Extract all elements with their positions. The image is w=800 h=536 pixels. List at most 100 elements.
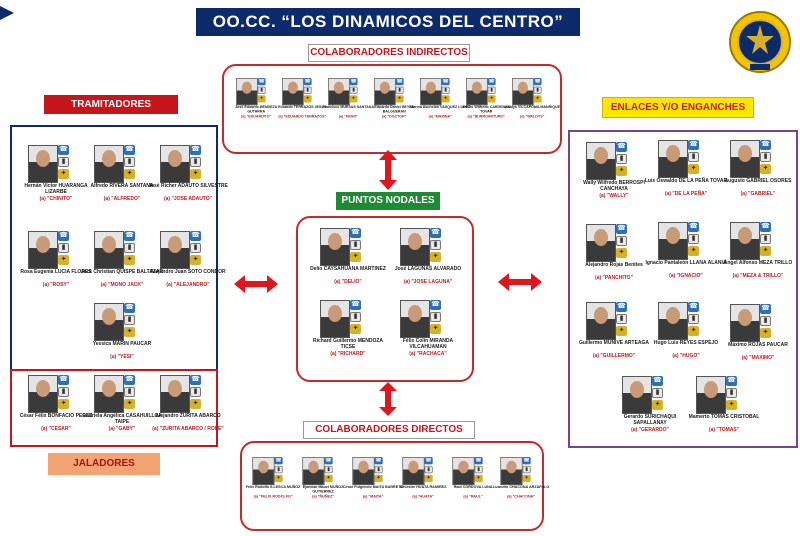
badge-icon: ✦: [616, 248, 627, 258]
badge-icon: ✦: [616, 326, 627, 336]
phone-icon: ☎: [257, 78, 266, 86]
badge-icon: ✦: [726, 400, 737, 410]
person-name: Alejandro ZURITA ABARCO: [155, 413, 221, 419]
person-photo: [420, 78, 442, 106]
contact-icons: ☎▮✦: [58, 145, 70, 181]
person-name: Máximo ROJAS PAUCAR: [728, 342, 788, 348]
person-alias: (a) "MONO JACK": [100, 282, 144, 288]
person-icon: ▮: [350, 240, 361, 250]
nodales-label: PUNTOS NODALES: [336, 192, 440, 210]
person-icon: ▮: [688, 234, 699, 244]
person-alias: (a) "ALEJANDRO": [166, 282, 210, 288]
contact-icons: ☎▮✦: [474, 457, 484, 484]
phone-icon: ☎: [688, 302, 699, 312]
person-photo: [512, 78, 534, 106]
phone-icon: ☎: [124, 231, 135, 241]
contact-icons: ☎▮✦: [688, 140, 700, 176]
badge-icon: ✦: [324, 474, 333, 483]
phone-icon: ☎: [726, 376, 737, 386]
person-alias: (a) "PANCHITO": [595, 275, 633, 281]
phone-icon: ☎: [190, 231, 201, 241]
person-icon: ▮: [424, 465, 433, 474]
contact-icons: ☎▮✦: [257, 78, 267, 104]
phone-icon: ☎: [760, 222, 771, 232]
contact-icons: ☎▮✦: [430, 300, 442, 336]
contact-icons: ☎▮✦: [124, 303, 136, 339]
person-icon: ▮: [58, 243, 69, 253]
phone-icon: ☎: [533, 78, 542, 86]
person-photo: [94, 375, 124, 413]
person-name: Richard Guillermo MENDOZA TICSE: [312, 338, 383, 350]
person-name: Rosa Eugenia LUCIA FLORES: [20, 269, 92, 275]
person-alias: (a) "HUATA": [412, 494, 434, 500]
contact-icons: ☎▮✦: [303, 78, 313, 104]
person-alias: (a) "FRAN": [338, 114, 358, 120]
directos-panel: ☎▮✦Félix Rodolfo ILLESCA MUÑOZ(a) "FELIX…: [240, 441, 549, 531]
person-alias: (a) "TOMAS": [708, 427, 740, 433]
enlaces-label: ENLACES Y/O ENGANCHES: [602, 97, 754, 118]
arrow-horizontal-left-icon: [234, 275, 278, 293]
phone-icon: ☎: [616, 224, 627, 234]
phone-icon: ☎: [374, 457, 383, 465]
person-alias: (a) "CESAR": [41, 426, 71, 432]
person-icon: ▮: [522, 465, 531, 474]
person-photo: [696, 376, 726, 414]
person-icon: ▮: [760, 234, 771, 244]
person-photo: [302, 457, 325, 486]
indirectos-label: COLABORADORES INDIRECTOS: [308, 44, 470, 62]
badge-icon: ✦: [487, 95, 496, 103]
phone-icon: ☎: [124, 145, 135, 155]
person-icon: ▮: [533, 86, 542, 94]
indirectos-panel: ☎▮✦José Eduardo BENDEZU GUTARRA(a) "EDUA…: [222, 64, 562, 154]
person-photo: [94, 145, 124, 183]
person-photo: [252, 457, 275, 486]
person-name: Hernán Víctor HUARANGA LIZARBE: [24, 183, 88, 195]
contact-icons: ☎▮✦: [190, 231, 202, 267]
contact-icons: ☎▮✦: [274, 457, 284, 484]
person-name: Augusto GABRIEL OSORES: [724, 178, 792, 184]
person-alias: (a) "RICHARD": [330, 351, 366, 357]
person-icon: ▮: [190, 157, 201, 167]
badge-icon: ✦: [124, 255, 135, 265]
badge-icon: ✦: [533, 95, 542, 103]
person-name: Wally Wilfredo BERROSPI CANCHAYA: [583, 180, 645, 192]
contact-icons: ☎▮✦: [760, 140, 772, 176]
contact-icons: ☎ ▮ ✦: [616, 224, 628, 260]
person-photo: [730, 304, 760, 342]
badge-icon: ✦: [303, 95, 312, 103]
person-name: José LAGUNAS ALVARADO: [394, 266, 462, 272]
person-icon: ▮: [441, 86, 450, 94]
person-photo: [94, 303, 124, 341]
person-photo: [658, 222, 688, 260]
person-name: Ejambar Mauel MUÑOZ GUTIERREZ: [302, 485, 344, 494]
person-photo: [236, 78, 258, 106]
badge-icon: ✦: [441, 95, 450, 103]
badge-icon: ✦: [430, 324, 441, 334]
person-name: José Richer ADAUTO SILVESTRE: [148, 183, 228, 189]
badge-icon: ✦: [374, 474, 383, 483]
person-name: Alfredo RIVERA SANTANA: [90, 183, 154, 189]
person-alias: (a) "GABY": [108, 426, 136, 432]
person-alias: (a) "FELIX RODOLFO": [253, 494, 293, 500]
contact-icons: ☎▮✦: [760, 304, 772, 340]
person-icon: ▮: [616, 236, 627, 246]
person-alias: (a) "EDUARDITO": [241, 114, 272, 120]
person-photo: [452, 457, 475, 486]
phone-icon: ☎: [688, 140, 699, 150]
arrow-vertical-top-icon: [379, 150, 397, 190]
contact-icons: ☎▮✦: [349, 78, 359, 104]
person-alias: (a) "MAXIMO": [741, 355, 775, 361]
contact-icons: ☎▮✦: [124, 231, 136, 267]
person-name: Alejandro Rojas Benites: [585, 262, 643, 268]
person-photo: [586, 302, 616, 340]
contact-icons: ☎▮✦: [616, 302, 628, 338]
person-alias: (a) "WALDYS": [520, 114, 545, 120]
phone-icon: ☎: [324, 457, 333, 465]
badge-icon: ✦: [58, 169, 69, 179]
badge-icon: ✦: [190, 399, 201, 409]
person-photo: [658, 140, 688, 178]
person-name: Jack Christian QUISPE BALTAZAR: [80, 269, 164, 275]
person-icon: ▮: [303, 86, 312, 94]
contact-icons: ☎▮✦: [350, 300, 362, 336]
person-name: Hugo Luis REYES ESPEJO: [653, 340, 719, 346]
